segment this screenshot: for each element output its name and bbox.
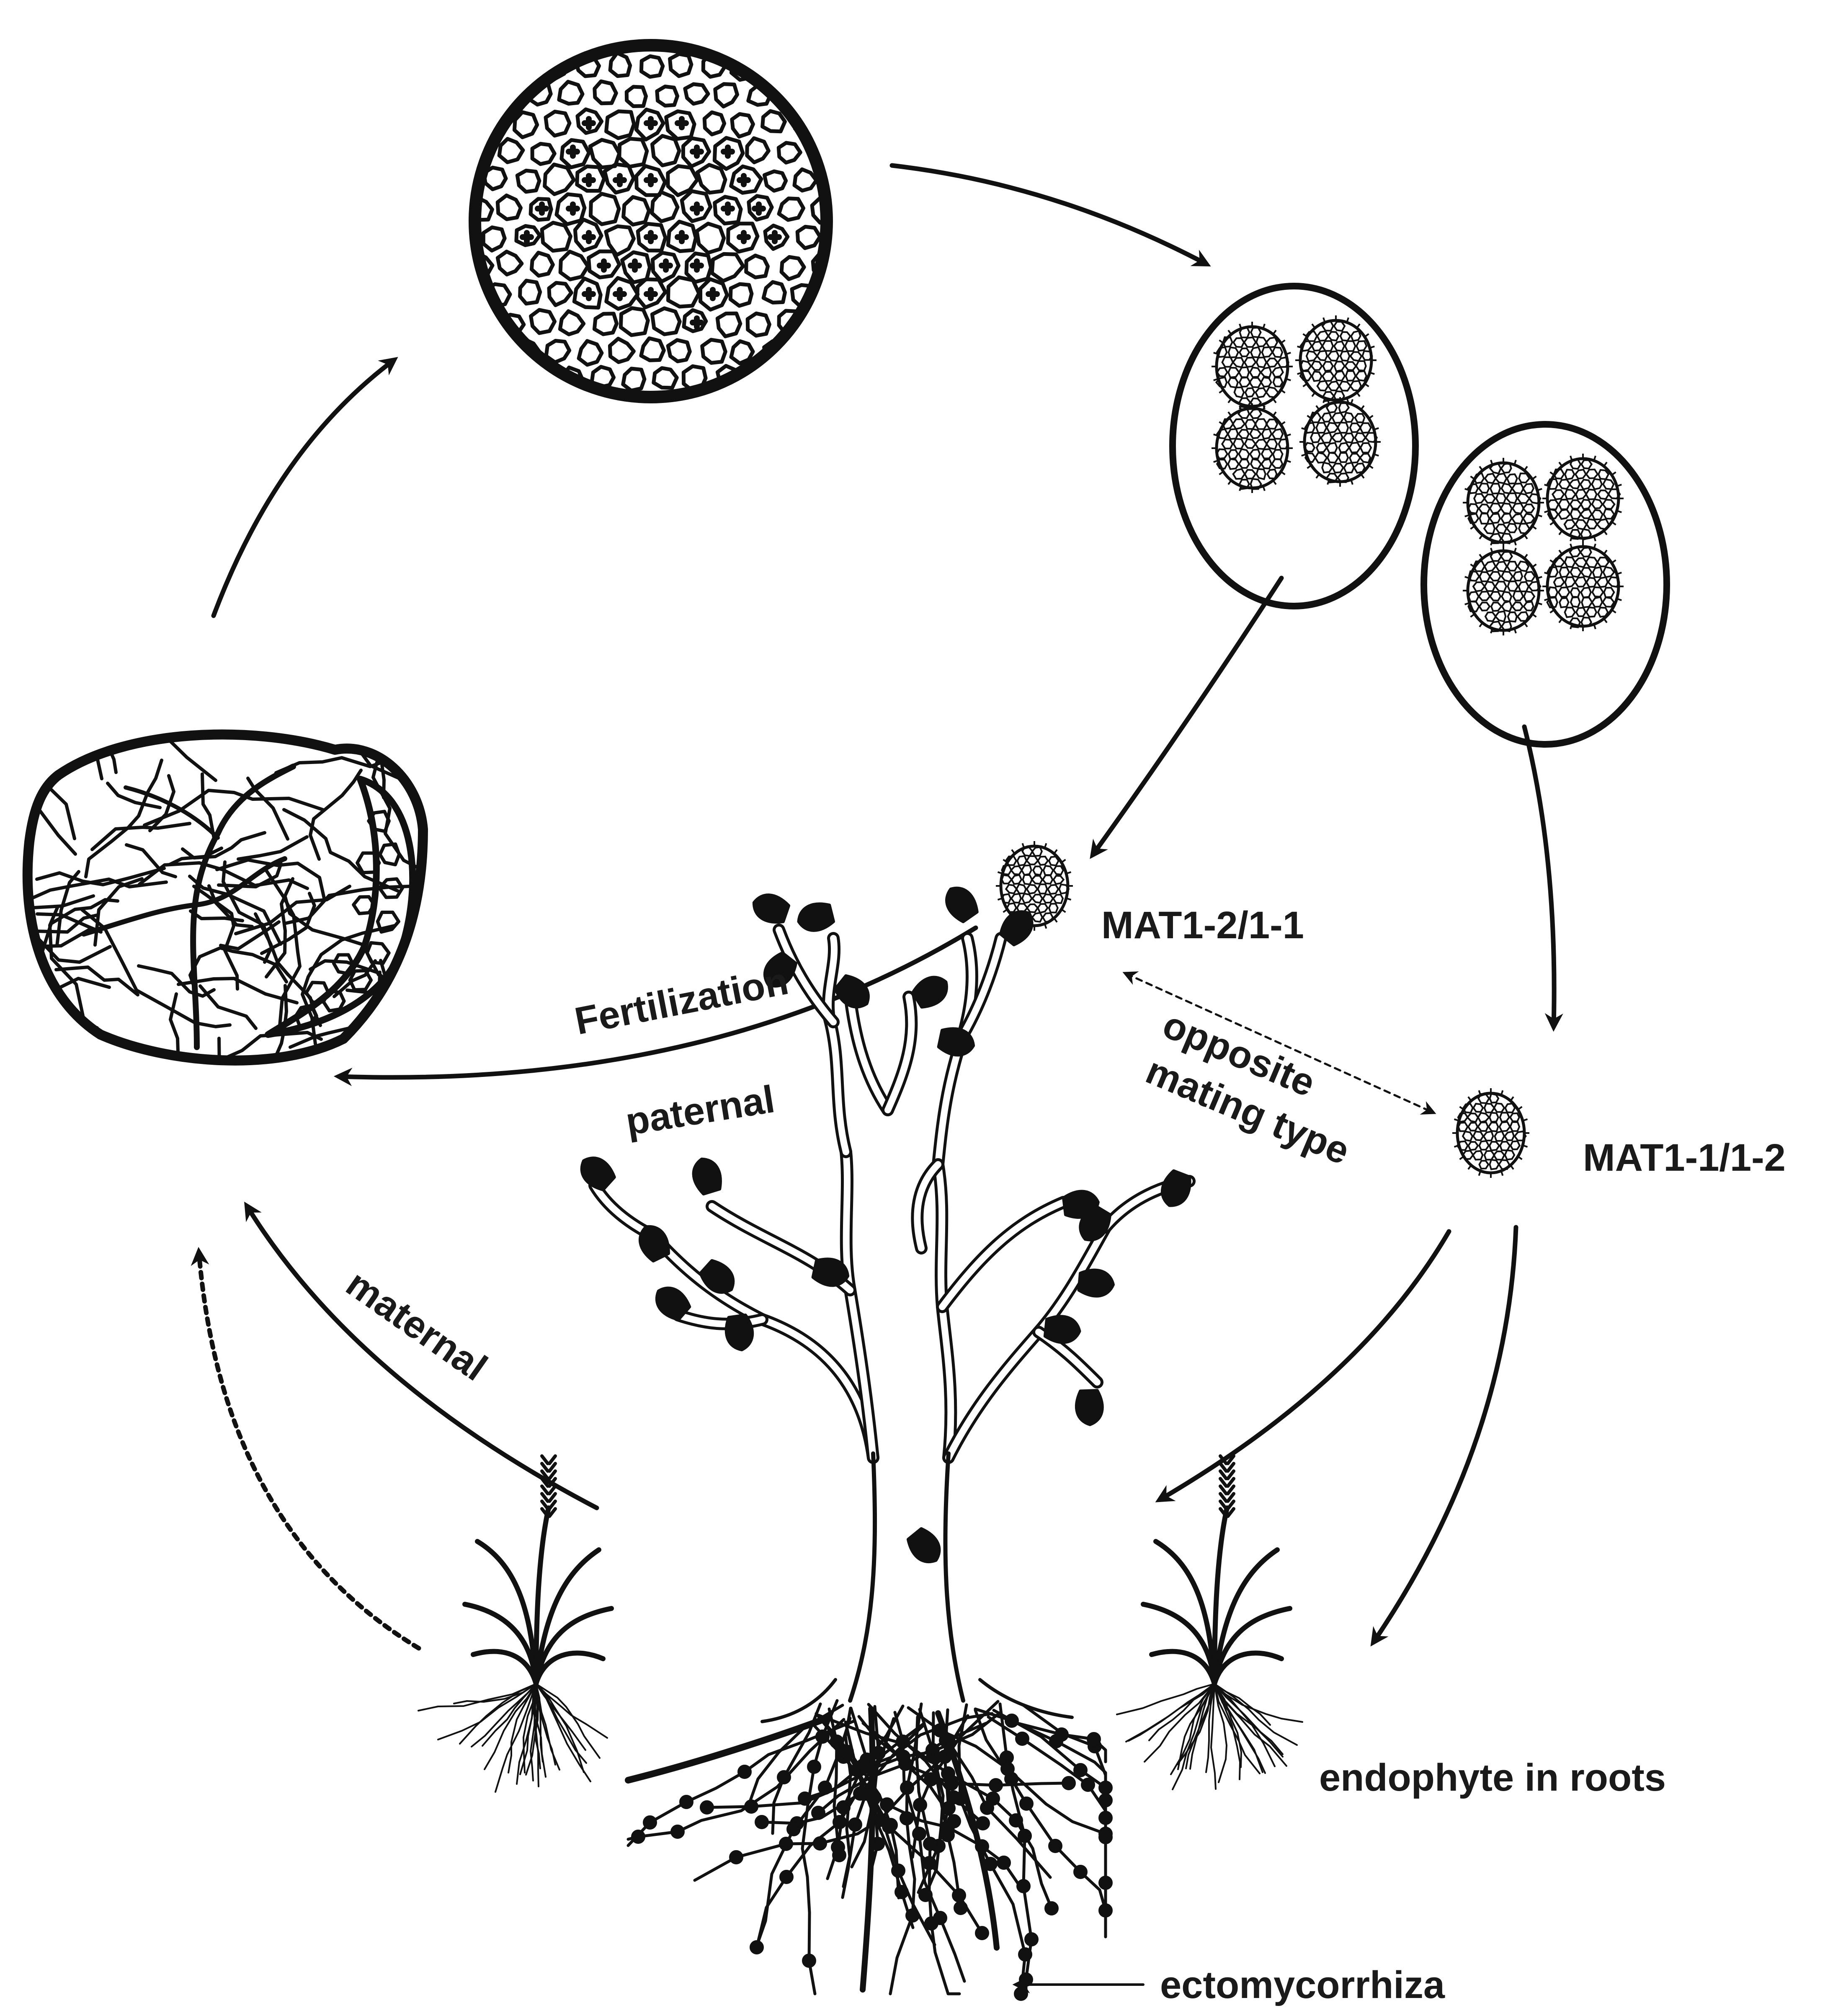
ascus-icon (1420, 421, 1670, 748)
host-tree-icon (580, 886, 1196, 2001)
ascospore-icon (996, 841, 1073, 931)
endophyte-label: endophyte in roots (1319, 1756, 1666, 1799)
paternal-label: paternal (623, 1078, 777, 1144)
ectomycorrhiza-label: ectomycorrhiza (1160, 1964, 1445, 2006)
grass-plant-icon (1116, 1454, 1303, 1790)
fertilization-label: Fertilization (571, 960, 791, 1043)
ascocarp-section-icon (469, 39, 833, 403)
ascospore-icon (1452, 1088, 1529, 1178)
grass-plant-icon (418, 1454, 614, 1793)
mating-type-label-a: MAT1-2/1-1 (1101, 904, 1304, 947)
mating-type-label-b: MAT1-1/1-2 (1583, 1136, 1786, 1179)
ascus-icon (1169, 283, 1419, 609)
opposite-mating-arrow (1122, 971, 1436, 1115)
truffle-fruiting-body-icon (22, 729, 428, 1066)
maternal-label: maternal (339, 1262, 495, 1389)
cycle-arrows (211, 163, 1563, 1993)
dotted-maternal-arrow (191, 1247, 421, 1651)
